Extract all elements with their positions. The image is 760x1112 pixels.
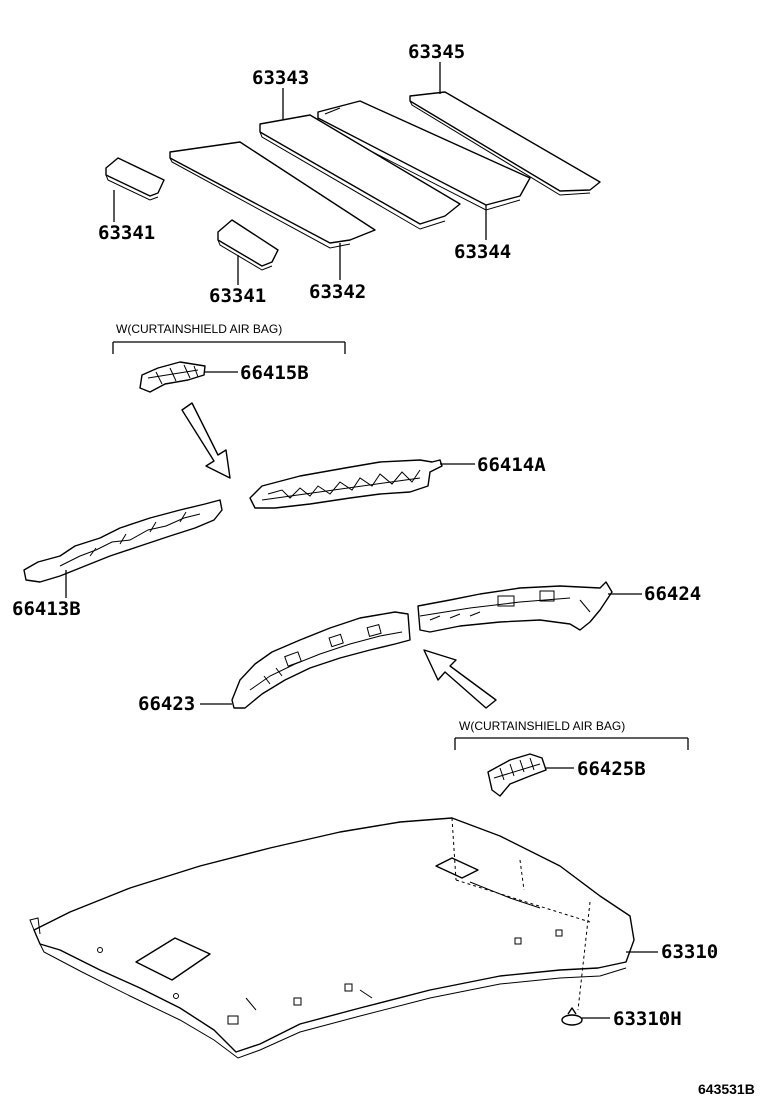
roof-pad-63341-lower (217, 219, 279, 271)
label-63345: 63345 (408, 41, 465, 63)
label-63310: 63310 (661, 941, 718, 963)
roof-pad-63341-upper (105, 157, 165, 201)
label-66413B: 66413B (12, 598, 81, 620)
airbag-bracket-bottom (454, 737, 689, 750)
trim-part-66424 (417, 581, 613, 633)
label-63341-lower: 63341 (209, 285, 266, 307)
trim-part-66414A (249, 459, 443, 509)
direction-arrow-top (181, 402, 231, 479)
diagram-reference-code: 643531B (698, 1081, 755, 1097)
trim-part-66413B (23, 499, 223, 583)
label-63342: 63342 (309, 281, 366, 303)
label-63344: 63344 (454, 241, 511, 263)
label-66425B: 66425B (577, 758, 646, 780)
label-66424: 66424 (644, 583, 701, 605)
note-curtainshield-airbag-top: W(CURTAINSHIELD AIR BAG) (116, 322, 282, 336)
clip-63310H (561, 1007, 583, 1026)
headliner-63310 (29, 817, 635, 1059)
note-curtainshield-airbag-bottom: W(CURTAINSHIELD AIR BAG) (459, 719, 625, 733)
label-63343: 63343 (252, 67, 309, 89)
trim-part-66425B (487, 753, 547, 797)
airbag-bracket-top (112, 341, 346, 354)
roof-pad-63343 (259, 114, 461, 230)
label-63341-upper: 63341 (98, 222, 155, 244)
label-66414A: 66414A (477, 454, 546, 476)
roof-pad-63345 (409, 91, 601, 196)
label-63310H: 63310H (613, 1008, 682, 1030)
trim-part-66415B (139, 361, 206, 393)
label-66415B: 66415B (240, 362, 309, 384)
label-66423: 66423 (138, 693, 195, 715)
trim-part-66423 (231, 611, 411, 709)
direction-arrow-bottom (423, 649, 497, 709)
